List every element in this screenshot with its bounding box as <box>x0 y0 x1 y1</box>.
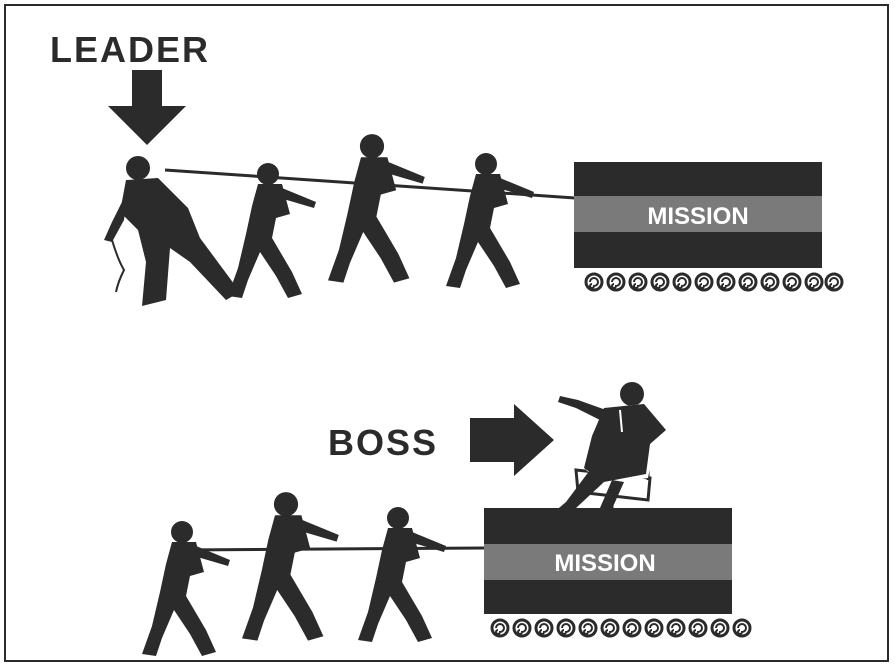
arrow-right-icon <box>470 404 554 476</box>
boss-figure <box>540 382 666 530</box>
leader-caption: LEADER <box>50 29 210 70</box>
top-team-member-1 <box>228 163 316 298</box>
bottom-team-member-2 <box>242 492 339 641</box>
bottom-mission-block: MISSION <box>484 508 732 614</box>
top-tread <box>584 272 844 292</box>
arrow-down-icon <box>108 70 186 145</box>
leader-figure <box>104 156 240 306</box>
boss-caption: BOSS <box>328 422 438 463</box>
top-mission-label: MISSION <box>647 203 748 230</box>
bottom-tread <box>490 618 752 638</box>
bottom-team-member-1 <box>142 521 230 656</box>
bottom-team-member-3 <box>358 507 446 642</box>
top-mission-block: MISSION <box>574 162 822 268</box>
top-team-member-3 <box>446 153 534 288</box>
bottom-mission-label: MISSION <box>554 550 655 577</box>
top-team-member-2 <box>328 134 425 283</box>
